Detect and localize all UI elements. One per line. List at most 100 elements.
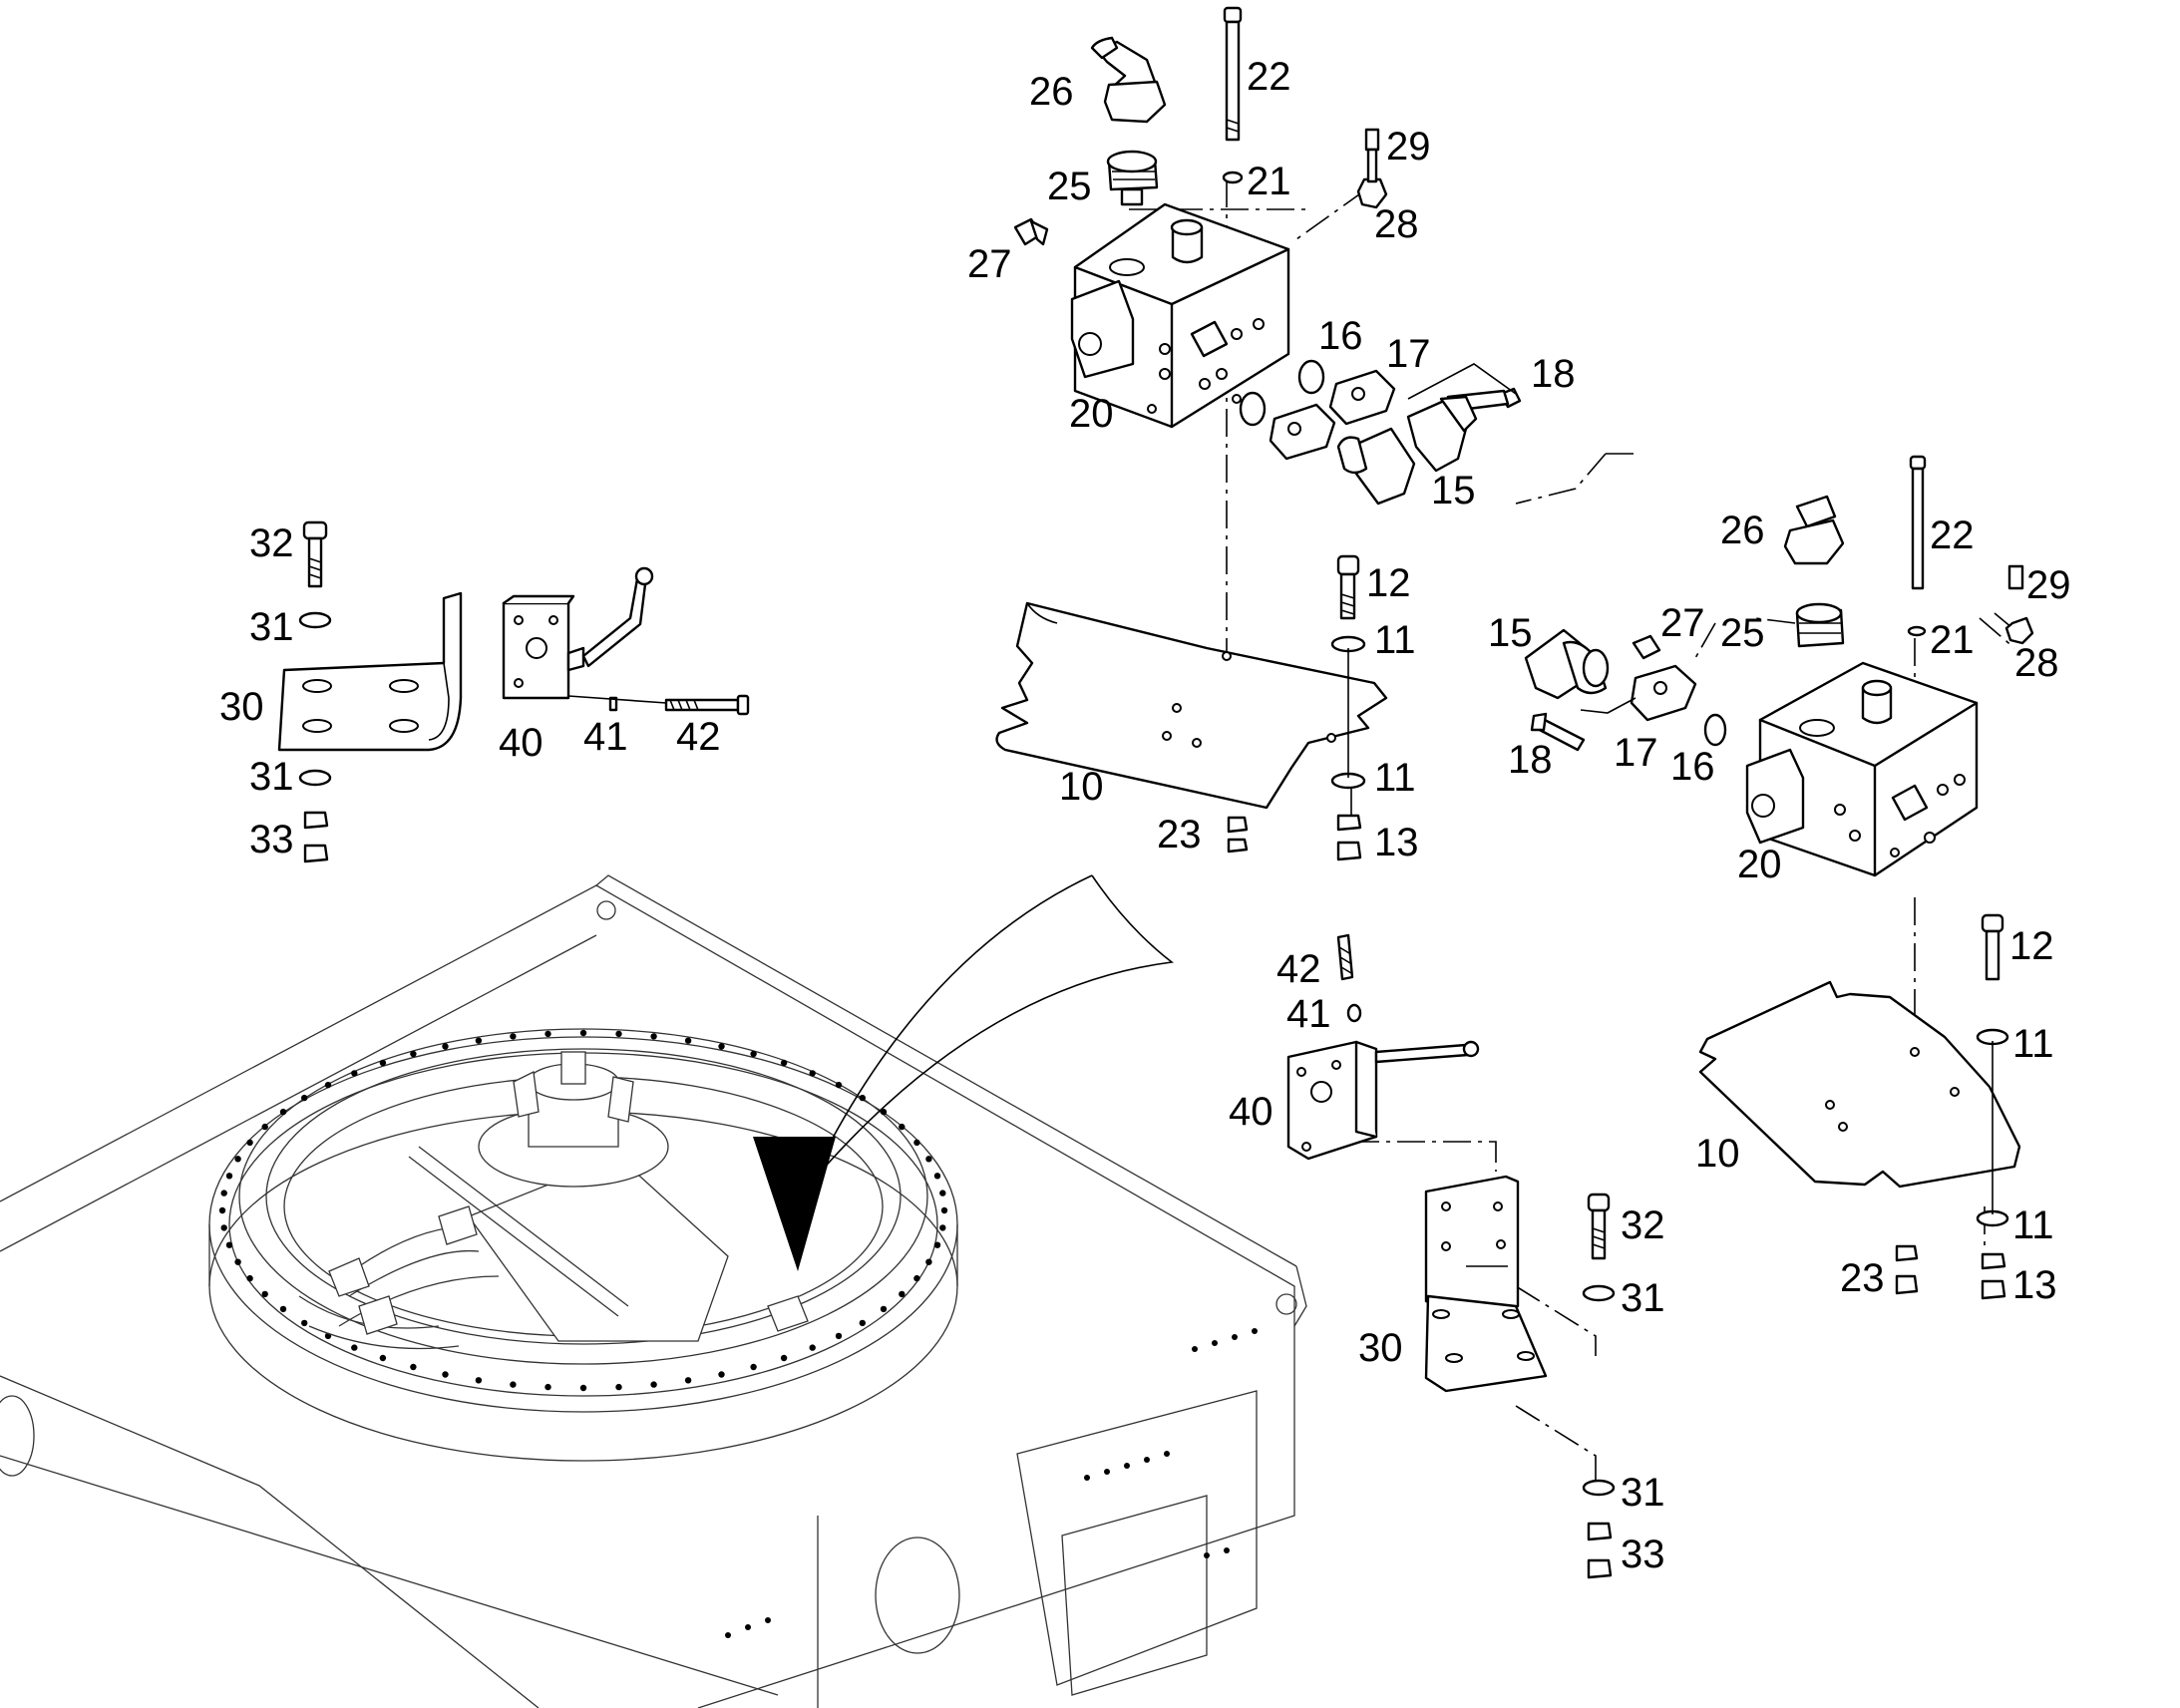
callout-13: 13 <box>2012 1263 2057 1307</box>
ring-bolt-hole <box>933 1173 941 1180</box>
ring-bolt-hole <box>379 1059 387 1067</box>
ring-bolt-hole <box>218 1206 226 1214</box>
fasteners-31-32-33-left <box>298 520 332 863</box>
ring-bolt-hole <box>650 1033 657 1040</box>
callout-29: 29 <box>1386 125 1431 169</box>
ring-bolt-hole <box>545 1030 551 1038</box>
screw-42-washer-41-left <box>567 694 750 716</box>
ring-bolt-hole <box>246 1274 253 1282</box>
ring-bolt-hole <box>615 1030 622 1038</box>
bolt-22-upper <box>1223 6 1243 142</box>
ring-bolt-hole <box>510 1381 517 1388</box>
callout-33: 33 <box>249 818 294 861</box>
ring-bolt-hole <box>913 1139 920 1147</box>
ring-bolt-hole <box>750 1363 757 1371</box>
flange-clamp-right <box>1530 664 1727 752</box>
callout-23: 23 <box>1840 1256 1885 1300</box>
callout-31: 31 <box>249 605 294 649</box>
callout-33: 33 <box>1621 1533 1665 1576</box>
test-port-28-29-upper <box>1356 128 1388 209</box>
ring-bolt-hole <box>939 1190 946 1196</box>
callout-25: 25 <box>1720 611 1765 655</box>
callout-12: 12 <box>2009 924 2054 968</box>
callout-40: 40 <box>499 721 544 765</box>
ring-bolt-hole <box>750 1050 757 1058</box>
callout-15: 15 <box>1488 611 1533 655</box>
ring-bolt-hole <box>379 1354 387 1362</box>
ring-bolt-hole <box>225 1241 233 1248</box>
ring-bolt-hole <box>279 1108 287 1116</box>
ring-bolt-hole <box>220 1224 227 1231</box>
ring-bolt-hole <box>410 1050 417 1058</box>
callout-15: 15 <box>1431 469 1476 512</box>
callout-28: 28 <box>1374 202 1419 246</box>
valve-block-upper <box>1070 202 1290 429</box>
ring-bolt-hole <box>835 1332 843 1340</box>
plug-27-right <box>1632 634 1661 660</box>
callout-26: 26 <box>1720 509 1765 552</box>
fasteners-31-32-33-right <box>1582 1193 1616 1579</box>
callout-17: 17 <box>1386 332 1431 376</box>
elbow-fitting-26-right <box>1783 495 1845 565</box>
callout-labels: 26 22 25 29 21 28 27 16 17 18 20 15 12 1… <box>219 55 2071 1576</box>
ring-bolt-hole <box>780 1354 788 1362</box>
ring-bolt-hole <box>880 1108 888 1116</box>
ring-bolt-hole <box>684 1377 692 1384</box>
callout-11: 11 <box>2012 1203 2054 1247</box>
ring-bolt-hole <box>899 1123 906 1131</box>
callout-27: 27 <box>1660 601 1705 645</box>
callout-16: 16 <box>1318 314 1363 358</box>
callout-22: 22 <box>1247 55 1291 99</box>
callout-21: 21 <box>1930 618 1975 662</box>
leader-lines <box>1407 363 1636 714</box>
callout-13: 13 <box>1374 821 1419 864</box>
ring-bolt-hole <box>939 1224 946 1231</box>
callout-42: 42 <box>1276 947 1321 991</box>
screw-42-washer-41-right <box>1336 933 1362 1023</box>
callout-32: 32 <box>1621 1203 1665 1247</box>
ring-bolt-hole <box>684 1037 692 1044</box>
mounting-plate-10-upper <box>995 601 1388 810</box>
callout-31: 31 <box>1621 1276 1665 1320</box>
callout-12: 12 <box>1366 561 1411 605</box>
callout-11: 11 <box>2012 1022 2054 1066</box>
callout-11: 11 <box>1374 756 1416 800</box>
callout-18: 18 <box>1531 352 1576 396</box>
test-port-28-29-right <box>2004 564 2034 645</box>
callout-28: 28 <box>2014 641 2059 685</box>
callout-10: 10 <box>1059 765 1104 809</box>
ring-bolt-hole <box>261 1290 268 1298</box>
bracket-30-right <box>1424 1175 1548 1393</box>
machine-frame <box>0 874 1307 1708</box>
valve-40-right <box>1286 1040 1480 1161</box>
ring-bolt-hole <box>880 1305 888 1313</box>
callout-41: 41 <box>583 715 628 759</box>
ring-bolt-hole <box>475 1037 483 1044</box>
ring-bolt-hole <box>899 1290 906 1298</box>
ring-bolt-hole <box>809 1344 816 1351</box>
callout-18: 18 <box>1508 738 1553 782</box>
elbow-fitting-26-upper <box>1090 36 1167 124</box>
callout-27: 27 <box>967 242 1012 286</box>
ring-bolt-hole <box>475 1377 483 1384</box>
flange-clamps-upper <box>1239 359 1522 461</box>
callout-11: 11 <box>1374 618 1416 662</box>
ring-bolt-hole <box>442 1043 449 1050</box>
ring-bolt-hole <box>615 1383 622 1391</box>
valve-40-left <box>502 566 654 700</box>
callout-17: 17 <box>1614 731 1658 775</box>
callout-16: 16 <box>1670 745 1715 789</box>
plug-27-upper <box>1013 217 1049 246</box>
ring-bolt-hole <box>410 1363 417 1371</box>
bolt-22-right <box>1907 455 1927 637</box>
callout-32: 32 <box>249 521 294 565</box>
fasteners-11-12-13-23-right <box>1895 913 2009 1300</box>
callout-10: 10 <box>1695 1132 1740 1176</box>
ring-bolt-hole <box>225 1173 233 1180</box>
ring-bolt-hole <box>234 1258 241 1265</box>
callout-41: 41 <box>1286 992 1331 1036</box>
ring-bolt-hole <box>220 1190 227 1196</box>
ring-bolt-hole <box>301 1319 308 1327</box>
ring-bolt-hole <box>859 1094 866 1102</box>
